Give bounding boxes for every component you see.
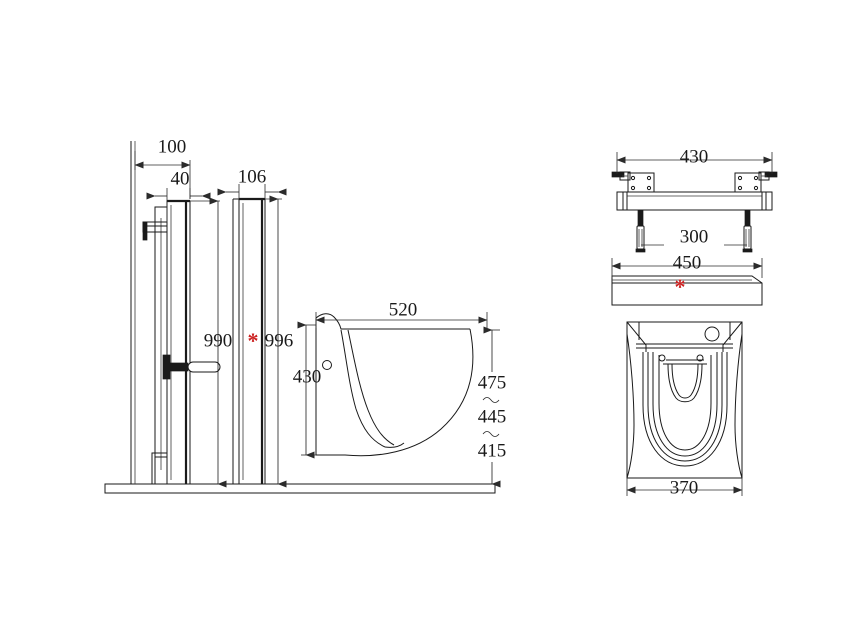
dimension-475-label: 475 (478, 372, 507, 393)
frame-foot (151, 452, 168, 485)
floor-slab (104, 483, 496, 494)
dimension-40-label: 40 (171, 168, 190, 189)
dimension-106: 106 (217, 166, 287, 199)
dimension-430-bowl-label: 430 (293, 366, 322, 387)
frame-top-bracket (142, 221, 168, 241)
dimension-520-label: 520 (389, 299, 418, 320)
dimension-40: 40 (146, 168, 211, 222)
dimension-100-label: 100 (158, 136, 187, 157)
dimension-430-bowl: 430 (293, 321, 322, 459)
dimension-996: 996 (265, 195, 294, 488)
asterisk-marker-side: * (248, 328, 259, 353)
dimension-520: 520 (315, 299, 488, 330)
dimension-996-label: 996 (265, 330, 294, 351)
bracket-top-view: 430 300 (611, 146, 778, 253)
dimension-370-label: 370 (670, 477, 699, 498)
dimension-106-label: 106 (238, 166, 267, 187)
dimension-990: 990 (190, 197, 233, 488)
stud-right (742, 209, 753, 253)
dimension-300: 300 (641, 226, 747, 247)
dimension-430-top: 430 (616, 146, 773, 174)
frame-main-upright (166, 199, 191, 485)
panel-front-view: * 450 (611, 252, 763, 306)
dimension-300-label: 300 (680, 226, 709, 247)
dimension-450: 450 (611, 252, 763, 278)
bowl-plan-view: 370 (626, 321, 743, 498)
bowl-side-profile (315, 313, 474, 457)
stud-left (635, 209, 646, 253)
dimension-990-label: 990 (204, 330, 233, 351)
dimension-450-label: 450 (673, 252, 702, 273)
bracket-left (611, 171, 655, 193)
wall-line (130, 141, 136, 484)
dimension-415-label: 415 (478, 440, 507, 461)
bracket-right (734, 171, 778, 193)
frame-rear-upright (154, 206, 168, 485)
dimension-seat-heights: 475 445 415 (478, 326, 507, 488)
dimension-430-top-label: 430 (680, 146, 709, 167)
asterisk-marker-panel: * (675, 274, 686, 299)
side-elevation-view: 100 40 106 990 996 (104, 136, 507, 494)
dimension-445-label: 445 (478, 406, 507, 427)
cistern-panel (232, 197, 266, 485)
dimension-370: 370 (626, 477, 743, 498)
